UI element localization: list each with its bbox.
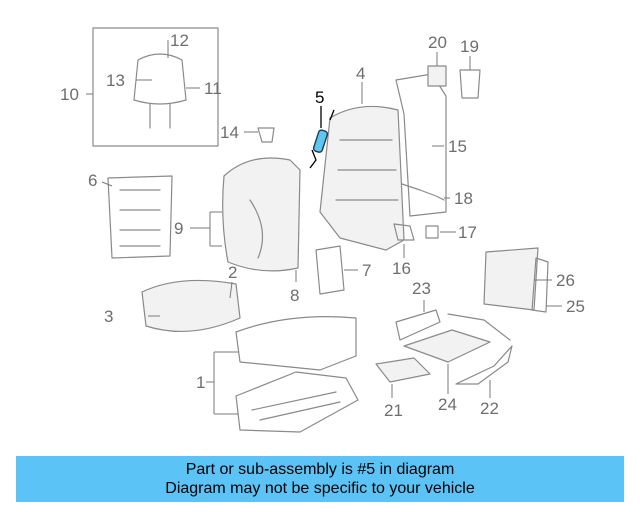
- part-22-trim: [455, 345, 513, 385]
- part-5-highlighted: [309, 106, 335, 169]
- callout-22: 22: [480, 399, 499, 418]
- banner-line-2: Diagram may not be specific to your vehi…: [165, 480, 475, 497]
- callout-1: 1: [196, 373, 205, 392]
- seat-back-frame: [319, 105, 405, 251]
- banner-line-1: Part or sub-assembly is #5 in diagram: [185, 461, 455, 478]
- seat-back-cover: [222, 157, 301, 272]
- callout-15: 15: [448, 137, 467, 156]
- part-15-back-panel: [395, 73, 447, 217]
- part-7-recliner: [315, 245, 345, 295]
- part-14-clip: [257, 127, 275, 143]
- callout-24: 24: [438, 395, 457, 414]
- part-26-panel: [483, 247, 539, 311]
- callout-18: 18: [454, 189, 473, 208]
- callout-4: 4: [356, 64, 365, 83]
- callout-12: 12: [170, 31, 189, 50]
- callout-5-highlighted: 5: [315, 88, 324, 107]
- callout-23: 23: [412, 279, 431, 298]
- part-25-trim: [531, 257, 549, 313]
- part-21-pad: [375, 357, 431, 383]
- callout-7: 7: [362, 261, 371, 280]
- callout-9: 9: [174, 219, 183, 238]
- callout-8: 8: [290, 286, 299, 305]
- part-1-seat-frame: [235, 316, 357, 371]
- part-6-mat: [107, 175, 173, 259]
- seat-track-assembly: [235, 371, 359, 433]
- callout-3: 3: [104, 307, 113, 326]
- callout-14: 14: [220, 123, 239, 142]
- callout-20: 20: [428, 33, 447, 52]
- callout-13: 13: [106, 71, 125, 90]
- part-16-switch: [393, 223, 415, 241]
- callout-25: 25: [566, 297, 585, 316]
- seat-cushion: [141, 279, 241, 333]
- part-18-cable: [401, 183, 445, 201]
- part-19-bracket: [459, 69, 481, 99]
- callout-6: 6: [88, 171, 97, 190]
- parts-diagram: 1 2 3 4 5 6 7 8 9 10 11 12 13 14 15 16 1…: [60, 27, 585, 433]
- callout-2: 2: [228, 263, 237, 282]
- headrest-inset: [92, 27, 219, 147]
- callout-16: 16: [392, 259, 411, 278]
- part-20-motor: [427, 65, 447, 87]
- callout-19: 19: [460, 37, 479, 56]
- callout-17: 17: [458, 223, 477, 242]
- part-24-heater-mat: [403, 329, 491, 363]
- callout-26: 26: [556, 271, 575, 290]
- info-banner: Part or sub-assembly is #5 in diagram Di…: [16, 456, 624, 502]
- callout-11: 11: [204, 79, 222, 98]
- part-23-cover: [395, 309, 441, 341]
- part-17-connector: [425, 225, 439, 239]
- callout-21: 21: [384, 401, 403, 420]
- callout-10: 10: [60, 85, 79, 104]
